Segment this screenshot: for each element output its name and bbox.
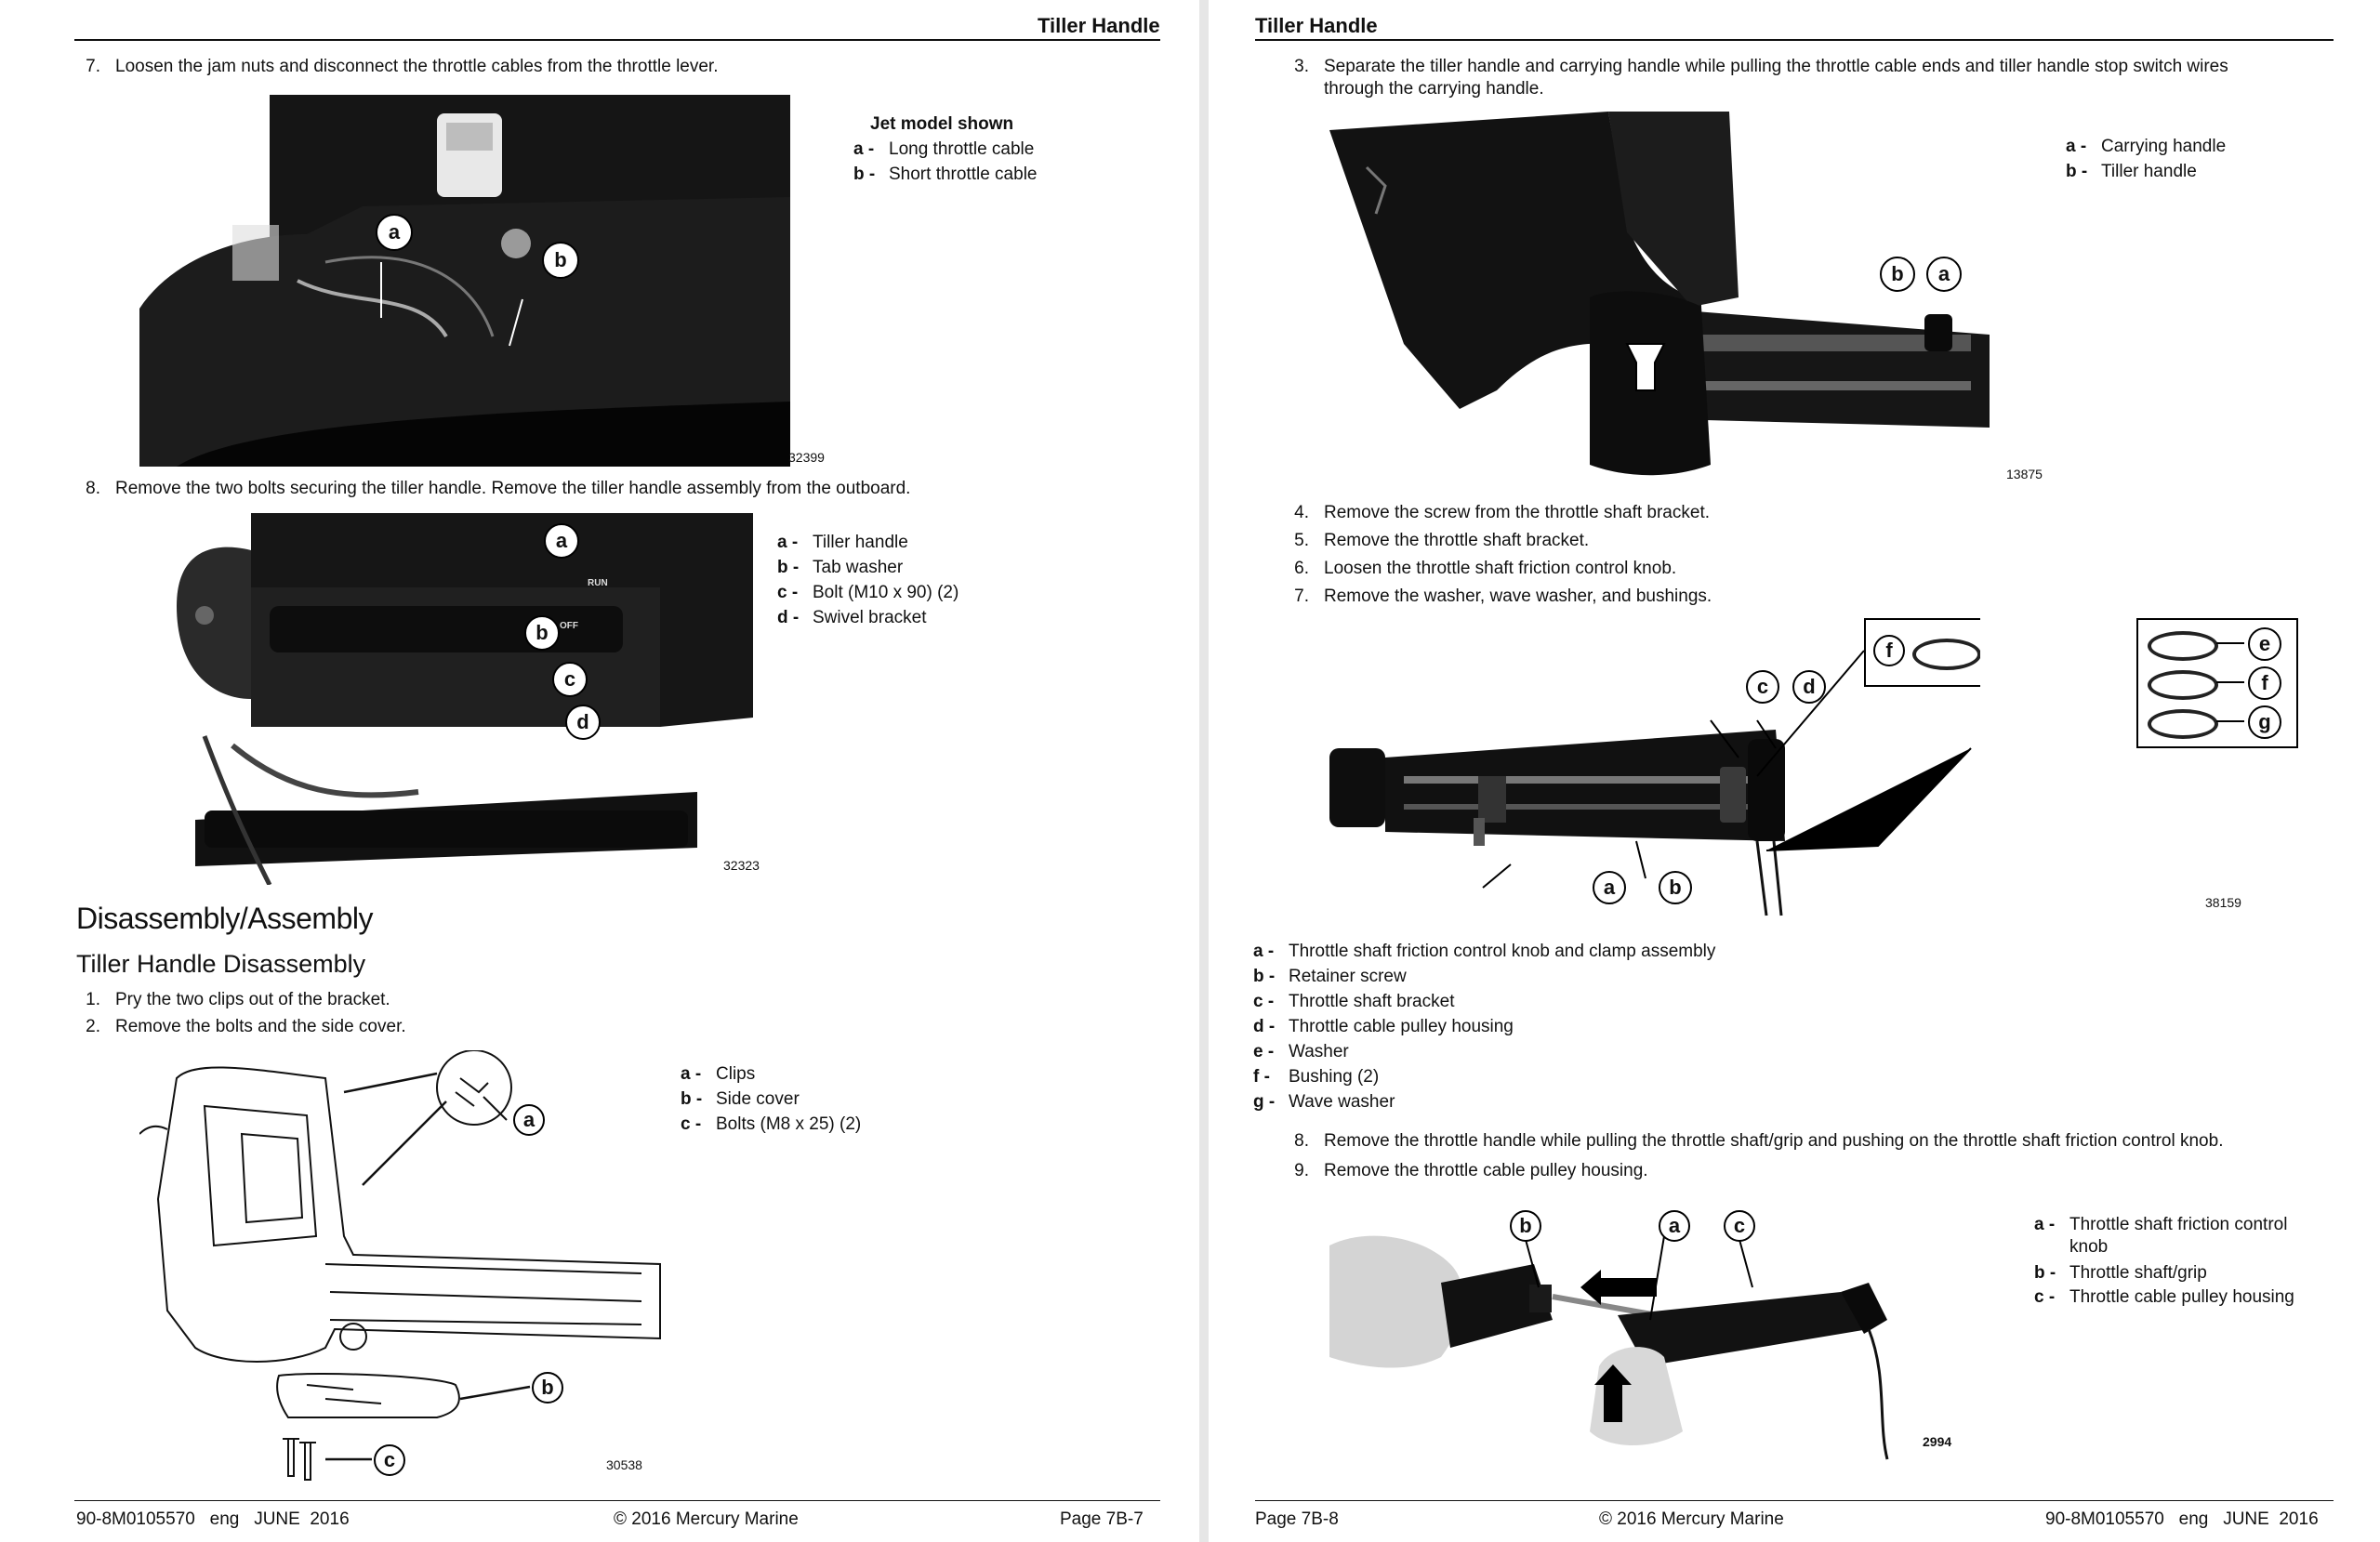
- off-label: OFF: [560, 621, 578, 631]
- legend-item: d -Throttle cable pulley housing: [1253, 1017, 1514, 1036]
- legend-item: c -Bolt (M10 x 90) (2): [777, 583, 959, 602]
- callout-f: f: [1873, 635, 1905, 666]
- callout-a: a: [544, 523, 579, 559]
- footer-rule: [1255, 1500, 2334, 1501]
- figure-number: 32399: [788, 450, 825, 465]
- callout-a: a: [513, 1104, 545, 1136]
- callout-b: b: [1880, 257, 1915, 292]
- figure-throttle-handle-removal: b a c: [1329, 1208, 1924, 1487]
- figure-throttle-cables: a b: [139, 95, 790, 467]
- legend-item: b -Tiller handle: [2066, 162, 2197, 181]
- figure-side-cover-art: [139, 1050, 661, 1481]
- figure-tiller-removal-art: [177, 513, 753, 885]
- legend-item: c -Throttle shaft bracket: [1253, 992, 1455, 1011]
- footer-copyright: © 2016 Mercury Marine: [1599, 1509, 1784, 1529]
- legend-item: e -Washer: [1253, 1042, 1349, 1061]
- callout-b: b: [542, 242, 579, 279]
- figure-legend: a -Carrying handle b -Tiller handle: [2066, 134, 2226, 184]
- footer-page-number: Page 7B-7: [1060, 1509, 1144, 1529]
- callout-d: d: [1792, 670, 1826, 704]
- run-label: RUN: [588, 578, 608, 588]
- figure-throttle-handle-removal-art: [1329, 1208, 1924, 1487]
- legend-item: a -Clips: [681, 1064, 756, 1084]
- figure-side-cover: a b c: [139, 1050, 669, 1487]
- figure-tiller-removal: RUN OFF a b c d: [177, 513, 753, 885]
- figure-throttle-cables-art: [139, 95, 790, 467]
- figure-legend: Jet model shown a -Long throttle cable b…: [853, 112, 1037, 187]
- legend-item: a -Throttle shaft friction control knob: [2034, 1215, 2288, 1257]
- figure-caption: Jet model shown: [870, 114, 1014, 134]
- legend-item: b -Side cover: [681, 1089, 800, 1109]
- bushing-icon: [1912, 639, 1980, 670]
- callout-b: b: [1510, 1210, 1541, 1242]
- footer-copyright: © 2016 Mercury Marine: [614, 1509, 799, 1529]
- figure-separate-handles: a b: [1329, 112, 1990, 483]
- figure-legend: a -Tiller handle b -Tab washer c -Bolt (…: [777, 530, 959, 630]
- bushing-detail-box: f: [1864, 618, 1980, 687]
- header-rule: [1255, 39, 2334, 41]
- legend-item: a -Long throttle cable: [853, 139, 1035, 159]
- callout-a: a: [376, 214, 413, 251]
- footer-doc-id: 90-8M0105570 eng JUNE 2016: [76, 1509, 350, 1529]
- callout-c: c: [374, 1444, 405, 1476]
- figure-number: 38159: [2205, 895, 2241, 910]
- page-right: Tiller Handle 3. Separate the tiller han…: [1209, 0, 2380, 1542]
- bushing-icon: [2148, 670, 2218, 700]
- legend-item: b -Throttle shaft/grip: [2034, 1263, 2207, 1283]
- arrow-icon: [2216, 720, 2244, 722]
- footer-rule: [74, 1500, 1160, 1501]
- wave-washer-icon: [2148, 709, 2218, 739]
- header-rule: [74, 39, 1160, 41]
- arrow-icon: [2216, 681, 2244, 683]
- figure-legend: a -Clips b -Side cover c -Bolts (M8 x 25…: [681, 1061, 861, 1137]
- figure-legend: a -Throttle shaft friction control knob …: [2034, 1214, 2302, 1311]
- callout-c: c: [1724, 1210, 1755, 1242]
- figure-legend: a -Throttle shaft friction control knob …: [1253, 939, 1715, 1114]
- page-gutter: [1199, 0, 1209, 1542]
- page-left: Tiller Handle 7. Loosen the jam nuts and…: [0, 0, 1199, 1542]
- callout-c: c: [552, 662, 588, 697]
- callout-f: f: [2248, 666, 2281, 700]
- callout-b: b: [532, 1372, 563, 1404]
- footer-page-number: Page 7B-8: [1255, 1509, 1339, 1529]
- legend-item: g -Wave washer: [1253, 1092, 1395, 1112]
- callout-a: a: [1659, 1210, 1690, 1242]
- section-heading: Disassembly/Assembly: [76, 902, 373, 935]
- figure-number: 13875: [2006, 467, 2043, 481]
- legend-item: d -Swivel bracket: [777, 608, 927, 627]
- page-header: Tiller Handle: [1038, 14, 1160, 37]
- legend-item: c -Throttle cable pulley housing: [2034, 1287, 2294, 1307]
- figure-number: 2994: [1923, 1434, 1952, 1449]
- figure-throttle-shaft: f c d a b: [1329, 618, 1980, 925]
- figure-number: 32323: [723, 858, 760, 873]
- footer-doc-id: 90-8M0105570 eng JUNE 2016: [2045, 1509, 2319, 1529]
- subsection-heading: Tiller Handle Disassembly: [76, 950, 366, 978]
- washer-icon: [2148, 631, 2218, 661]
- callout-c: c: [1746, 670, 1779, 704]
- legend-item: b -Short throttle cable: [853, 165, 1038, 184]
- callout-g: g: [2248, 705, 2281, 739]
- page-header: Tiller Handle: [1255, 14, 1378, 37]
- figure-separate-handles-art: [1329, 112, 1990, 483]
- legend-item: f -Bushing (2): [1253, 1067, 1380, 1087]
- callout-b: b: [1659, 871, 1692, 904]
- washer-detail-box: e f g: [2136, 618, 2298, 748]
- callout-a: a: [1593, 871, 1626, 904]
- figure-number: 30538: [606, 1457, 642, 1472]
- legend-item: b -Tab washer: [777, 558, 904, 577]
- callout-a: a: [1926, 257, 1962, 292]
- legend-item: a -Carrying handle: [2066, 137, 2227, 156]
- legend-item: c -Bolts (M8 x 25) (2): [681, 1114, 862, 1134]
- callout-b: b: [524, 615, 560, 651]
- callout-e: e: [2248, 627, 2281, 661]
- legend-item: a -Tiller handle: [777, 533, 908, 552]
- legend-item: b -Retainer screw: [1253, 967, 1407, 986]
- arrow-icon: [2216, 642, 2244, 644]
- callout-d: d: [565, 705, 601, 740]
- legend-item: a -Throttle shaft friction control knob …: [1253, 942, 1716, 961]
